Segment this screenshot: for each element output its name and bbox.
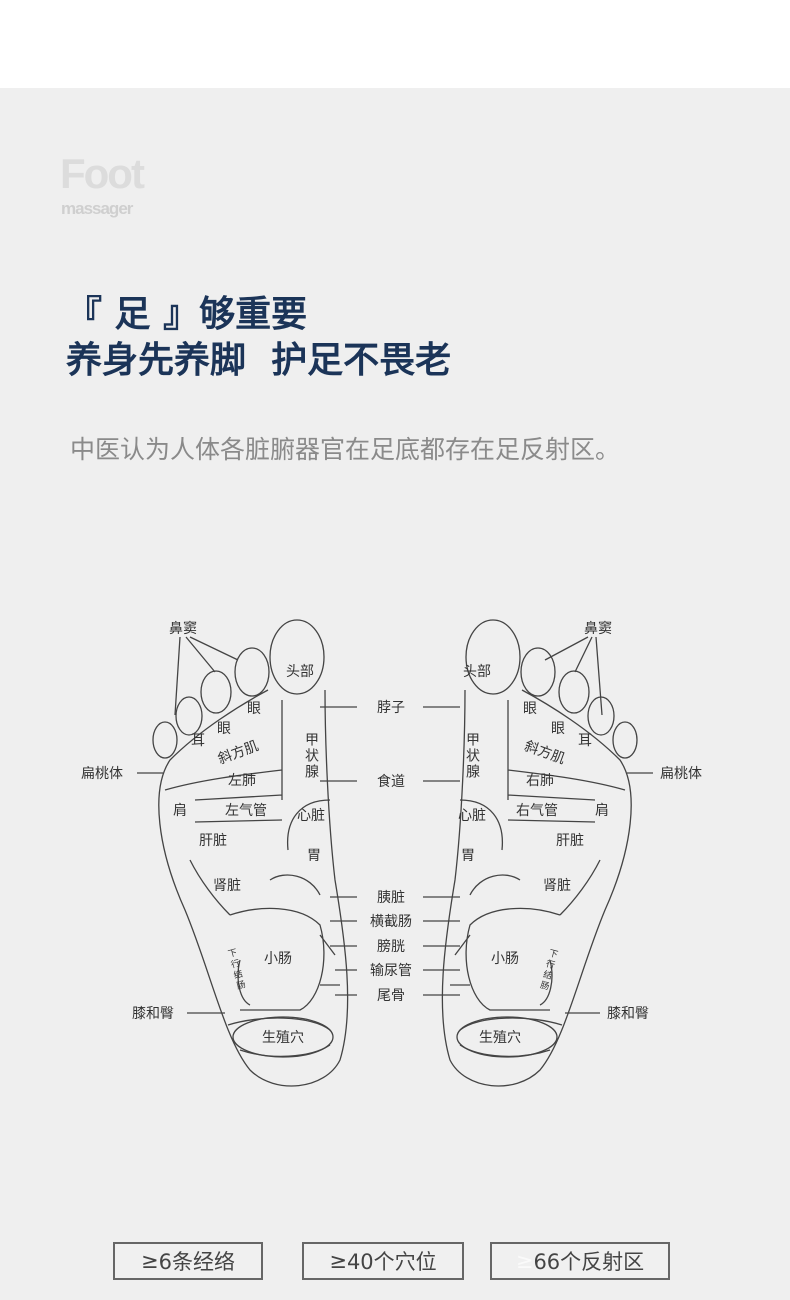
badge-prefix: ≥ [141, 1249, 159, 1273]
badge-reflex-zones: ≥66个反射区 [490, 1242, 670, 1280]
right-eye-1: 眼 [523, 701, 537, 717]
subtitle: 中医认为人体各脏腑器官在足底都存在足反射区。 [70, 435, 621, 464]
left-trachea: 左气管 [225, 803, 267, 819]
label-neck: 脖子 [377, 700, 405, 716]
left-heart: 心脏 [297, 808, 325, 824]
left-foot-outline [152, 619, 349, 1087]
left-lung: 左肺 [228, 773, 256, 789]
label-bladder: 膀胱 [377, 939, 405, 955]
badge-meridians: ≥6条经络 [113, 1242, 263, 1280]
right-eye-2: 眼 [551, 721, 565, 737]
headline-line2: 养身先养脚 护足不畏老 [66, 340, 452, 381]
label-esophagus: 食道 [377, 774, 405, 790]
label-knee-hip-left: 膝和臀 [132, 1006, 174, 1022]
left-small-intestine: 小肠 [264, 951, 292, 967]
left-kidney: 肾脏 [213, 878, 241, 894]
right-thyroid: 甲状腺 [464, 732, 480, 780]
label-coccyx: 尾骨 [377, 988, 405, 1004]
badge-prefix: ≥ [329, 1249, 347, 1273]
right-ear: 耳 [578, 733, 592, 749]
label-knee-hip-right: 膝和臀 [607, 1006, 649, 1022]
badge-acupoints: ≥40个穴位 [302, 1242, 464, 1280]
left-stomach: 胃 [307, 848, 321, 864]
right-shoulder: 肩 [595, 803, 609, 819]
right-head: 头部 [463, 664, 491, 680]
headline-line1: 『 足 』够重要 [66, 294, 308, 335]
left-eye-1: 眼 [247, 701, 261, 717]
label-tonsil-left: 扁桃体 [81, 766, 123, 782]
label-transverse-colon: 横截肠 [370, 914, 412, 930]
foot-reflexology-diagram [137, 619, 653, 1087]
left-eye-2: 眼 [217, 721, 231, 737]
right-small-intestine: 小肠 [491, 951, 519, 967]
right-lung: 右肺 [526, 773, 554, 789]
badge-prefix: ≥ [515, 1249, 534, 1273]
left-liver: 肝脏 [199, 833, 227, 849]
right-genital: 生殖穴 [479, 1030, 521, 1046]
right-heart: 心脏 [458, 808, 486, 824]
left-genital: 生殖穴 [262, 1030, 304, 1046]
right-kidney: 肾脏 [543, 878, 571, 894]
right-stomach: 胃 [461, 848, 475, 864]
left-ear: 耳 [191, 733, 205, 749]
logo-foot: Foot [60, 150, 145, 197]
leader-lines [137, 636, 653, 1014]
left-thyroid: 甲状腺 [303, 732, 319, 780]
badge-text: 40个穴位 [346, 1250, 437, 1274]
label-pancreas: 胰脏 [377, 890, 405, 906]
badge-text: 66个反射区 [533, 1250, 645, 1274]
label-sinus-left: 鼻窦 [169, 621, 197, 637]
badge-text: 6条经络 [158, 1250, 235, 1274]
right-liver: 肝脏 [556, 833, 584, 849]
headline: 『 足 』够重要 养身先养脚 护足不畏老 [66, 292, 451, 384]
left-head: 头部 [286, 664, 314, 680]
left-shoulder: 肩 [173, 803, 187, 819]
logo-massager: massager [61, 199, 133, 218]
label-ureter: 输尿管 [370, 963, 412, 979]
label-sinus-right: 鼻窦 [584, 621, 612, 637]
content-panel [0, 88, 790, 1300]
label-tonsil-right: 扁桃体 [660, 766, 702, 782]
right-trachea: 右气管 [516, 803, 558, 819]
